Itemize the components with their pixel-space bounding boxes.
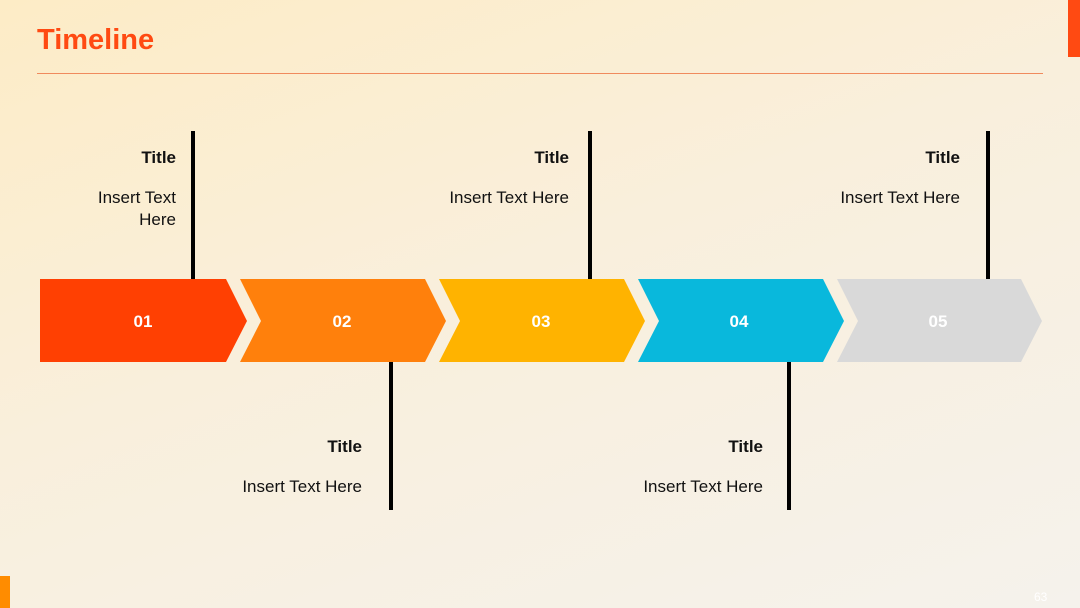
timeline-arrow-04 <box>638 279 844 362</box>
arrow-label-01: 01 <box>134 312 153 331</box>
timeline-arrow-02 <box>240 279 446 362</box>
page-number: 63 <box>1034 590 1048 604</box>
top-right-accent-bar <box>1068 0 1080 57</box>
note-03: Title Insert Text Here <box>369 148 569 209</box>
note-05: Title Insert Text Here <box>760 148 960 209</box>
timeline-arrow-01 <box>40 279 247 362</box>
note-title: Title <box>925 148 960 167</box>
note-text: Insert Text Here <box>840 188 960 207</box>
slide-title: Timeline <box>37 24 155 56</box>
note-02: Title Insert Text Here <box>162 437 362 498</box>
timeline-arrow-03 <box>439 279 645 362</box>
note-text: Insert Text Here <box>97 188 176 229</box>
title-underline <box>37 73 1043 74</box>
note-title: Title <box>728 437 763 456</box>
note-text: Insert Text Here <box>643 477 763 496</box>
arrow-label-05: 05 <box>929 312 948 331</box>
note-text: Insert Text Here <box>449 188 569 207</box>
arrow-label-03: 03 <box>532 312 551 331</box>
note-title: Title <box>141 148 176 167</box>
note-01: Title Insert Text Here <box>0 148 176 231</box>
note-title: Title <box>534 148 569 167</box>
bottom-left-accent-bar <box>0 576 10 608</box>
note-text: Insert Text Here <box>242 477 362 496</box>
arrow-label-04: 04 <box>730 312 749 331</box>
timeline-arrow-05 <box>837 279 1042 362</box>
note-title: Title <box>327 437 362 456</box>
note-04: Title Insert Text Here <box>563 437 763 498</box>
arrow-label-02: 02 <box>333 312 352 331</box>
